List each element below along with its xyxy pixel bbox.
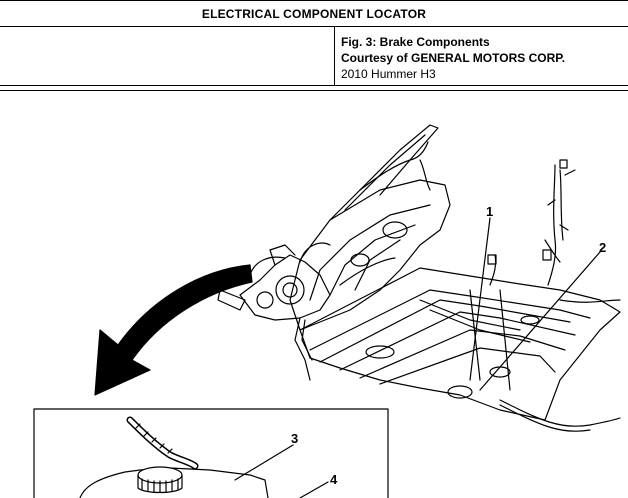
- info-blank-cell: [0, 26, 335, 85]
- windshield-frame: [329, 124, 439, 221]
- callout-4: 4: [330, 472, 338, 487]
- leader-line-4: [299, 481, 329, 498]
- callout-3: 3: [291, 431, 298, 446]
- brake-line: [499, 399, 621, 427]
- figure-info-row: Fig. 3: Brake Components Courtesy of GEN…: [0, 26, 628, 86]
- leader-line-2: [479, 251, 601, 391]
- wiring-harness: [547, 164, 557, 286]
- page-title: ELECTRICAL COMPONENT LOCATOR: [0, 0, 628, 27]
- fluid-reservoir: [79, 467, 269, 498]
- header-table: ELECTRICAL COMPONENT LOCATOR Fig. 3: Bra…: [0, 0, 628, 86]
- floor-pan-outline: [299, 267, 621, 421]
- callout-1: 1: [486, 204, 493, 219]
- vehicle-line: 2010 Hummer H3: [341, 67, 436, 81]
- callout-2: 2: [599, 240, 606, 255]
- pointer-arrow: [94, 264, 253, 396]
- leader-line-1: [469, 217, 491, 381]
- figure-info-cell: Fig. 3: Brake Components Courtesy of GEN…: [341, 34, 565, 82]
- figure-label: Fig. 3: Brake Components: [341, 35, 490, 49]
- header-divider: [0, 90, 628, 91]
- brake-booster-area: [239, 254, 331, 321]
- dash-panel: [289, 179, 451, 331]
- leader-line-3: [234, 444, 294, 481]
- courtesy-line: Courtesy of GENERAL MOTORS CORP.: [341, 51, 566, 65]
